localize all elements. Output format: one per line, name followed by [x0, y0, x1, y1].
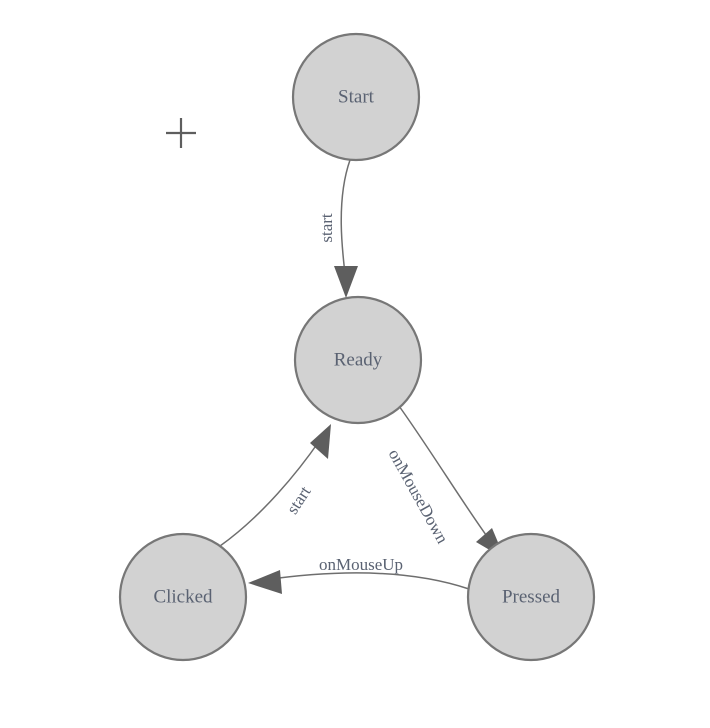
node-start[interactable]: Start: [291, 32, 421, 162]
edge-pressed-to-clicked[interactable]: onMouseUp: [248, 555, 470, 594]
edge-clicked-to-ready[interactable]: start: [219, 424, 331, 547]
node-ready-label: Ready: [334, 349, 383, 370]
node-clicked[interactable]: Clicked: [118, 532, 248, 662]
edge-label-ready-to-pressed: onMouseDown: [385, 446, 453, 547]
node-start-label: Start: [338, 86, 375, 107]
node-pressed-label: Pressed: [502, 586, 561, 607]
node-pressed-circle[interactable]: [466, 532, 596, 662]
edge-ready-to-pressed[interactable]: onMouseDown: [385, 405, 505, 559]
node-ready[interactable]: Ready: [293, 295, 423, 425]
edge-label-start-to-ready: start: [317, 213, 336, 243]
edge-path-pressed-to-clicked: [263, 572, 470, 590]
node-ready-circle[interactable]: [293, 295, 423, 425]
node-pressed[interactable]: Pressed: [466, 532, 596, 662]
edge-label-pressed-to-clicked: onMouseUp: [319, 555, 403, 574]
arrow-head-pressed-to-clicked: [248, 570, 282, 594]
edge-path-clicked-to-ready: [219, 439, 321, 547]
arrow-head-start-to-ready: [334, 266, 358, 298]
arrow-head-clicked-to-ready: [310, 424, 331, 459]
edge-label-clicked-to-ready: start: [283, 482, 315, 517]
edge-start-to-ready[interactable]: start: [317, 159, 358, 298]
node-clicked-label: Clicked: [153, 586, 213, 607]
crosshair-icon: [166, 118, 196, 148]
node-clicked-circle[interactable]: [118, 532, 248, 662]
edge-path-ready-to-pressed: [398, 405, 495, 547]
node-start-circle[interactable]: [291, 32, 421, 162]
edge-path-start-to-ready: [340, 159, 351, 283]
